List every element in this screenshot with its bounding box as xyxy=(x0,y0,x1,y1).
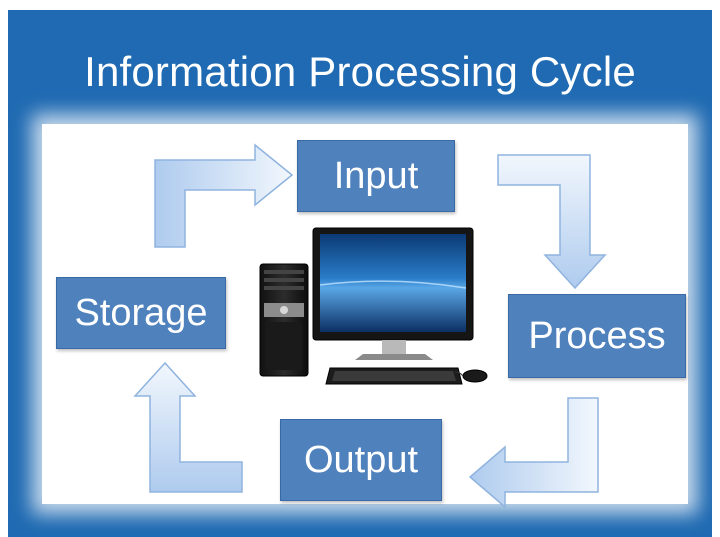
storage-box: Storage xyxy=(56,277,226,349)
mouse xyxy=(454,369,488,383)
keyboard xyxy=(325,367,463,385)
arrow-output-to-storage xyxy=(133,361,243,493)
input-box: Input xyxy=(297,140,455,212)
output-label: Output xyxy=(303,438,419,481)
process-label: Process xyxy=(528,314,666,357)
arrow-input-to-process xyxy=(497,154,607,290)
process-box: Process xyxy=(508,294,686,378)
computer-tower xyxy=(259,263,309,377)
arrow-process-to-output xyxy=(468,397,599,509)
diagram-title: Information Processing Cycle xyxy=(84,48,636,95)
monitor xyxy=(312,227,474,360)
arrow-storage-to-input xyxy=(154,143,294,248)
storage-label: Storage xyxy=(74,291,208,334)
output-box: Output xyxy=(280,419,442,501)
input-label: Input xyxy=(333,154,419,197)
